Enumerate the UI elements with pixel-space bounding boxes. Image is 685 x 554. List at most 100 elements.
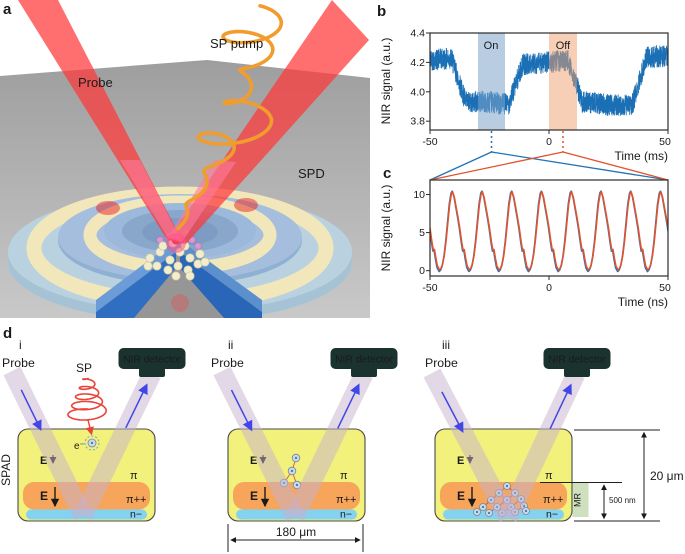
b-xtick: -50 [422, 136, 437, 148]
cell-index: iii [442, 338, 450, 352]
sp-coil [67, 377, 108, 421]
spad-cell-iii: E E π π++ n− MR NIR detector iii Probe 5… [423, 338, 684, 523]
spd-label: SPD [298, 166, 325, 181]
sphere-cream [195, 249, 205, 259]
width-dim-label: 180 μm [276, 525, 316, 539]
sphere-cream [163, 265, 173, 275]
n-minus-label: n− [130, 509, 142, 521]
nir-detector-label: NIR detector [123, 355, 181, 366]
b-ylabel: NIR signal (a.u.) [379, 38, 393, 125]
pi-label: π [545, 470, 553, 482]
electron-core [290, 469, 294, 473]
c-curves-group [430, 190, 668, 273]
sphere-cream [185, 253, 195, 263]
c-curve-off [430, 191, 668, 271]
c-ylabel: NIR signal (a.u.) [379, 185, 393, 272]
spad-cell-ii: E E π π++ n− NIR detector ii Probe 180 μ… [211, 338, 398, 552]
sphere-cream [143, 261, 153, 271]
c-xtick: -50 [422, 282, 437, 294]
probe-label: Probe [2, 356, 35, 370]
probe-beam-group [423, 368, 585, 523]
on-fan-left [429, 151, 492, 181]
c-ytick: 10 [413, 189, 425, 201]
sp-pump-label: SP pump [210, 36, 263, 51]
electron-core [505, 484, 509, 488]
beam-core-left [120, 160, 182, 242]
mr-region [572, 483, 589, 517]
electron-core [295, 483, 299, 487]
spad-label: SPAD [0, 454, 13, 486]
beam-ring-hotspot-left [96, 201, 120, 215]
off-label: Off [556, 40, 571, 52]
sphere-cream [152, 261, 162, 271]
panel-a-letter: a [3, 1, 12, 18]
pi-plus-label: π++ [543, 494, 563, 506]
probe-beam-out [286, 369, 373, 522]
sphere-cream [200, 257, 210, 267]
probe-beam-out [74, 369, 161, 521]
nir-detector-tab [564, 368, 590, 377]
nir-detector-body [118, 348, 186, 369]
b-ytick: 4.4 [410, 28, 425, 40]
panel-a [0, 0, 370, 318]
nir-detector-tab [139, 368, 165, 377]
b-ytick: 3.8 [410, 116, 425, 128]
on-band [478, 33, 505, 130]
beam-in-arrow [20, 389, 42, 432]
wedge-right-wall-lower [180, 252, 262, 318]
probe-beam-in [213, 366, 304, 522]
beam-out-arrow [337, 383, 360, 429]
cell-index: i [19, 338, 22, 352]
b-ticks [426, 32, 669, 134]
sphere-cream [185, 271, 195, 281]
sphere-cream [145, 253, 155, 263]
photoelectron [84, 435, 100, 451]
pi-label: π [130, 470, 138, 482]
b-xtick: 0 [546, 136, 552, 148]
beam-out-arrow [125, 383, 148, 429]
wedge-left-wall-upper [96, 240, 176, 312]
on-label: On [484, 40, 499, 52]
spad-cell-i: E E π π++ n− e⁻ SP NIR detector i Probe [2, 338, 186, 522]
c-ytick: 0 [419, 265, 425, 277]
sp-spiral [67, 377, 108, 421]
panel-b-letter: b [377, 3, 386, 20]
n-minus-label: n− [340, 509, 352, 521]
panel-d-letter: d [3, 325, 12, 342]
probe-beam-in [3, 366, 92, 521]
nir-detector-body [543, 348, 611, 369]
cell-index: ii [228, 338, 233, 352]
electron-core [481, 505, 485, 509]
e-field-strong-label: E [250, 489, 258, 503]
probe-beam-group [3, 366, 161, 521]
beam-in-arrow [230, 389, 253, 432]
c-xlabel: Time (ns) [618, 295, 668, 309]
probe-label: Probe [425, 356, 458, 370]
sphere-cream [173, 261, 183, 271]
thickness-dim-label: 500 nm [609, 496, 636, 505]
off-band [549, 33, 577, 130]
sp-arrow [85, 419, 94, 436]
height-dim-label: 20 μm [650, 469, 684, 483]
probe-beam-out [499, 369, 585, 523]
focus-glow [166, 233, 186, 253]
electron-core [475, 510, 479, 514]
c-ytick: 5 [419, 227, 425, 239]
b-xtick: 50 [659, 136, 671, 148]
probe-label-a: Probe [78, 75, 113, 90]
off-fan-right [562, 151, 669, 181]
e-field-weak-label: E [40, 455, 47, 467]
beam-in-arrow [441, 391, 464, 433]
sphere-pink [194, 242, 202, 250]
nir-detector-label: NIR detector [335, 355, 393, 366]
e-field-strong-label: E [457, 489, 465, 503]
electron-label: e⁻ [74, 441, 85, 452]
b-xlabel: Time (ms) [614, 149, 668, 163]
probe-label: Probe [211, 356, 244, 370]
b-ytick: 4.2 [410, 57, 425, 69]
electron-core [487, 511, 491, 515]
pi-plus-label: π++ [336, 494, 356, 506]
c-xtick: 50 [659, 282, 671, 294]
